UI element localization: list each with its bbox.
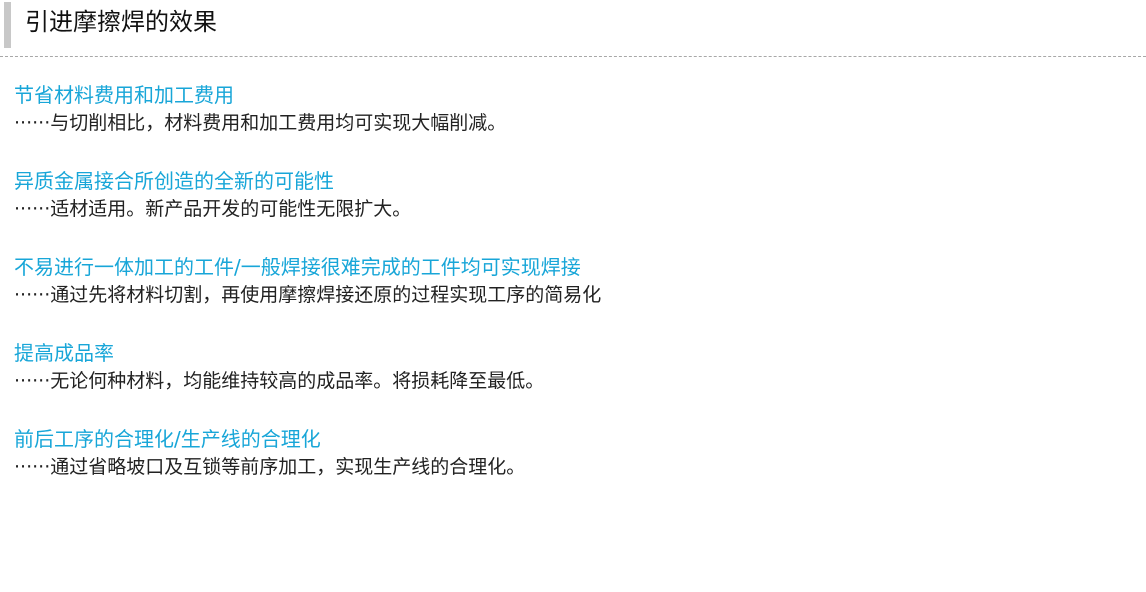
effect-description-text: 通过省略坡口及互锁等前序加工，实现生产线的合理化。	[50, 456, 526, 478]
leader-dots: ······	[14, 370, 51, 392]
leader-dots: ······	[14, 198, 51, 220]
leader-dots: ······	[14, 112, 51, 134]
effect-description: ······通过先将材料切割，再使用摩擦焊接还原的过程实现工序的简易化	[14, 281, 1134, 309]
effect-description: ······无论何种材料，均能维持较高的成品率。将损耗降至最低。	[14, 367, 1134, 395]
page-header: 引进摩擦焊的效果	[0, 0, 1146, 56]
title-accent-bar	[4, 2, 11, 48]
effect-description: ······适材适用。新产品开发的可能性无限扩大。	[14, 195, 1134, 223]
page-title: 引进摩擦焊的效果	[25, 8, 217, 36]
effect-description-text: 与切削相比，材料费用和加工费用均可实现大幅削减。	[50, 112, 507, 134]
effect-heading: 提高成品率	[14, 341, 114, 365]
effect-heading: 不易进行一体加工的工件/一般焊接很难完成的工件均可实现焊接	[14, 255, 581, 279]
effect-description-text: 无论何种材料，均能维持较高的成品率。将损耗降至最低。	[50, 370, 545, 392]
effect-description: ······通过省略坡口及互锁等前序加工，实现生产线的合理化。	[14, 453, 1134, 481]
effect-item-yield-rate: 提高成品率 ······无论何种材料，均能维持较高的成品率。将损耗降至最低。	[14, 339, 1134, 425]
effect-item-cost-saving: 节省材料费用和加工费用 ······与切削相比，材料费用和加工费用均可实现大幅削…	[14, 81, 1134, 167]
effect-heading: 异质金属接合所创造的全新的可能性	[14, 169, 334, 193]
effect-description: ······与切削相比，材料费用和加工费用均可实现大幅削减。	[14, 109, 1134, 137]
header-divider	[0, 56, 1146, 57]
effect-description-text: 通过先将材料切割，再使用摩擦焊接还原的过程实现工序的简易化	[50, 284, 602, 306]
effect-item-dissimilar-metals: 异质金属接合所创造的全新的可能性 ······适材适用。新产品开发的可能性无限扩…	[14, 167, 1134, 253]
leader-dots: ······	[14, 284, 51, 306]
effects-list: 节省材料费用和加工费用 ······与切削相比，材料费用和加工费用均可实现大幅削…	[14, 81, 1134, 511]
effect-description-text: 适材适用。新产品开发的可能性无限扩大。	[50, 198, 412, 220]
effect-item-process-rationalization: 前后工序的合理化/生产线的合理化 ······通过省略坡口及互锁等前序加工，实现…	[14, 425, 1134, 511]
effect-heading: 节省材料费用和加工费用	[14, 83, 234, 107]
leader-dots: ······	[14, 456, 51, 478]
effect-item-difficult-workpieces: 不易进行一体加工的工件/一般焊接很难完成的工件均可实现焊接 ······通过先将…	[14, 253, 1134, 339]
effect-heading: 前后工序的合理化/生产线的合理化	[14, 427, 321, 451]
